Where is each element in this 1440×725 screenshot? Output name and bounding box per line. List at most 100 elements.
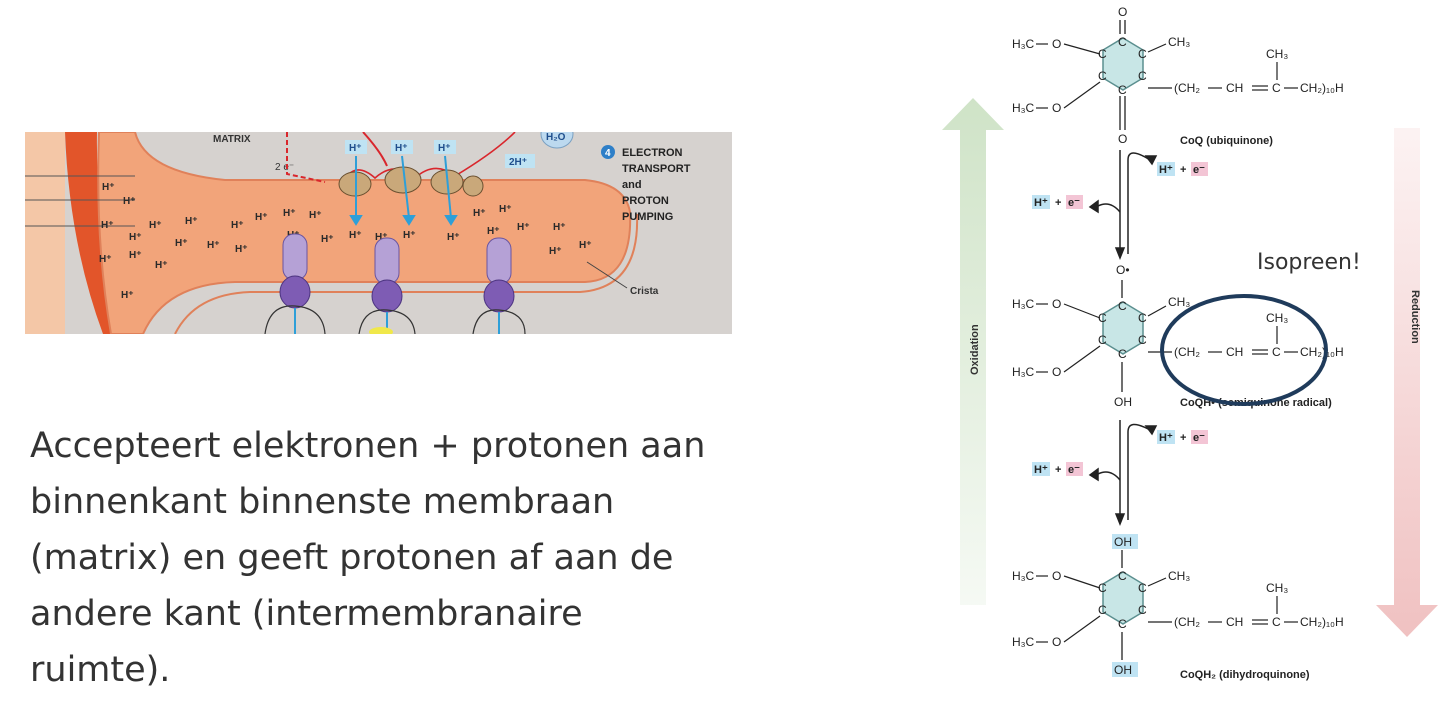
proton-label: H⁺ [99, 254, 112, 265]
e-minus-label: e⁻ [1068, 464, 1080, 476]
ubiquinone-name: CoQ (ubiquinone) [1180, 135, 1273, 147]
semiquinone-ring [1102, 301, 1144, 355]
crista-lumen [174, 213, 639, 334]
e-minus-highlight [1066, 462, 1083, 476]
step-title: ELECTRON TRANSPORT and PROTON PUMPING [622, 147, 691, 223]
plus-sign: + [1180, 164, 1186, 176]
hydroxyl-group: OH [1114, 535, 1132, 549]
oxidation-label: Oxidation [969, 324, 981, 375]
carbonyl-oxygen: O [1118, 132, 1127, 146]
inner-membrane [97, 132, 632, 334]
two-protons-label: 2H⁺ [509, 157, 527, 168]
proton-label: H⁺ [309, 210, 322, 221]
proton-label: H⁺ [185, 216, 198, 227]
h-plus-highlight [1032, 195, 1050, 209]
hydroquinone-ring [1102, 571, 1144, 625]
isopreen-annotation: Isopreen! [1257, 250, 1361, 275]
step-line: PUMPING [622, 211, 673, 223]
chain-end: CH₂)₁₀H [1300, 615, 1344, 629]
radical-oxygen: O• [1116, 263, 1130, 277]
methoxy-oxygen: O [1052, 635, 1061, 649]
proton-label: H⁺ [155, 260, 168, 271]
plus-sign: + [1180, 432, 1186, 444]
atp-synthases [264, 233, 526, 334]
water-label: H₂O [546, 132, 566, 143]
ring-carbon: C [1118, 617, 1127, 631]
caption-text: Accepteert elektronen + protonen aan bin… [30, 418, 790, 698]
hydroxyl-group: OH [1114, 663, 1132, 677]
proton-label: H⁺ [235, 244, 248, 255]
methoxy-oxygen: O [1052, 297, 1061, 311]
ring-carbon: C [1098, 603, 1107, 617]
proton-label: H⁺ [231, 220, 244, 231]
methoxy-group: H₃C [1012, 569, 1035, 583]
step-line: ELECTRON [622, 147, 683, 159]
proton-label: H⁺ [473, 208, 486, 219]
hydroxyl-highlight [1112, 534, 1138, 549]
methoxy-group: H₃C [1012, 635, 1035, 649]
methyl-group: CH₃ [1168, 35, 1190, 49]
proton-label: H⁺ [549, 246, 562, 257]
proton-label: H⁺ [579, 240, 592, 251]
h-plus-label: H⁺ [1159, 432, 1173, 444]
ring-carbon: C [1118, 83, 1127, 97]
methyl-group: CH₃ [1168, 569, 1190, 583]
cytosol-strip [25, 132, 65, 334]
ring-carbon: C [1138, 603, 1147, 617]
caption-line: andere kant (intermembranaire [30, 594, 583, 634]
quinone-ring [1102, 37, 1144, 91]
proton-label: H⁺ [349, 143, 362, 154]
chain-end: CH₂)₁₀H [1300, 345, 1344, 359]
proton-flow-arrows [349, 155, 458, 226]
electron-path [286, 132, 326, 183]
chain-start: (CH₂ [1174, 81, 1200, 95]
mitochondrion-illustration: MATRIX 2 e⁻ H⁺ H⁺ H⁺ 2H⁺ H₂O 4 ELECTRON … [25, 132, 732, 334]
chain-carbon: C [1272, 345, 1281, 359]
ring-carbon: C [1098, 311, 1107, 325]
chain-carbon: C [1272, 81, 1281, 95]
e-minus-label: e⁻ [1193, 432, 1205, 444]
ring-carbon: C [1118, 569, 1127, 583]
proton-label: H⁺ [149, 220, 162, 231]
proton-label: H⁺ [447, 232, 460, 243]
chain-mid: CH [1226, 81, 1243, 95]
coq-redox-diagram: Oxidation Reduction O C C C C C C O H₃C … [930, 0, 1440, 725]
ring-carbon: C [1098, 581, 1107, 595]
e-minus-highlight [1191, 430, 1208, 444]
ring-carbon: C [1138, 333, 1147, 347]
hydroxyl-highlight [1112, 662, 1138, 677]
proton-label: H⁺ [207, 240, 220, 251]
step-arrows-2 [1088, 420, 1158, 527]
electron-arrow-curve [362, 132, 388, 167]
chain-end: CH₂)₁₀H [1300, 81, 1344, 95]
methoxy-oxygen: O [1052, 37, 1061, 51]
step-line: PROTON [622, 195, 669, 207]
crista-label: Crista [630, 286, 659, 297]
methoxy-group: H₃C [1012, 297, 1035, 311]
proton-label: H⁺ [283, 208, 296, 219]
ring-carbon: C [1098, 69, 1107, 83]
ring-carbon: C [1118, 299, 1127, 313]
water-bubble [540, 132, 574, 149]
methoxy-oxygen: O [1052, 101, 1061, 115]
proton-boxes-top: H⁺ H⁺ H⁺ [345, 140, 456, 154]
step-line: TRANSPORT [622, 163, 691, 175]
semiquinone-structure: O• C C C C C C OH H₃C O H₃C O CH₃ (CH₂ C… [1012, 263, 1344, 409]
methoxy-group: H₃C [1012, 101, 1035, 115]
ring-carbon: C [1138, 69, 1147, 83]
proton-label: H⁺ [123, 196, 136, 207]
chain-methyl: CH₃ [1266, 311, 1288, 325]
proton-label: H⁺ [129, 232, 142, 243]
chain-mid: CH [1226, 615, 1243, 629]
carbonyl-oxygen: O [1118, 5, 1127, 19]
ring-carbon: C [1098, 333, 1107, 347]
dihydroquinone-name: CoQH₂ (dihydroquinone) [1180, 669, 1310, 681]
ring-carbon: C [1118, 35, 1127, 49]
step-number-badge [601, 145, 615, 159]
plus-sign: + [1055, 464, 1061, 476]
proton-label: H⁺ [517, 222, 530, 233]
electrons-label: 2 e⁻ [275, 162, 294, 173]
protons-intermembrane: H⁺ H⁺ H⁺ H⁺ H⁺ H⁺ H⁺ H⁺ H⁺ H⁺ H⁺ H⁺ H⁺ H… [99, 182, 592, 301]
isoprene-highlight-ellipse [1160, 294, 1328, 406]
hydroxyl-group: OH [1114, 395, 1132, 409]
